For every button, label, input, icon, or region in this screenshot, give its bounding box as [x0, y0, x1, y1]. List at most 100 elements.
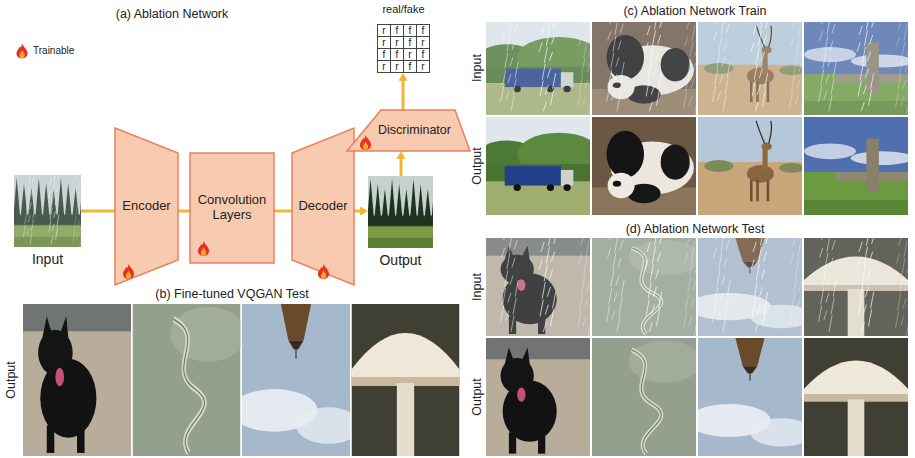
photo-line	[545, 85, 548, 94]
photo-line	[691, 80, 694, 89]
image-node: Input	[14, 175, 81, 267]
photo-line	[511, 315, 514, 332]
photo-line	[790, 92, 793, 108]
grid-cell: f	[404, 25, 417, 37]
photo-ellipse	[170, 307, 246, 362]
photo-line	[511, 95, 514, 111]
photo-line	[28, 215, 30, 222]
photo-line	[582, 276, 585, 293]
photo-path	[735, 338, 764, 366]
photo-line	[828, 275, 831, 285]
photo-line	[503, 288, 506, 305]
photo-rect	[804, 117, 908, 215]
panel-title: (c) Ablation Network Train	[623, 4, 766, 18]
photo-line	[616, 275, 619, 285]
image-node: Output	[368, 176, 433, 268]
photo	[583, 13, 702, 117]
photo-line	[725, 79, 728, 95]
photo-line	[620, 24, 623, 33]
photo-line	[794, 276, 797, 293]
photo-line	[610, 15, 613, 24]
photo-line	[50, 178, 52, 185]
photo-line	[862, 47, 865, 63]
photo-path	[288, 340, 303, 349]
photo-line	[27, 228, 29, 235]
network-block: Encoder	[115, 128, 178, 285]
photo-line	[819, 86, 822, 102]
photo	[231, 304, 361, 456]
photo-line	[542, 282, 545, 299]
photo-line	[826, 74, 829, 83]
photo-line	[820, 31, 823, 40]
photo-line	[544, 47, 547, 63]
photo-line	[833, 280, 836, 297]
photo-line	[903, 299, 906, 309]
photo-line	[509, 19, 512, 35]
photo-line	[548, 229, 551, 246]
photo-line	[752, 81, 755, 97]
grid-cell: r	[404, 49, 417, 61]
flame-inner	[363, 142, 369, 150]
photo-line	[826, 293, 829, 303]
photo-line	[758, 30, 761, 46]
grid-cell: r	[417, 37, 430, 49]
photo-line	[863, 305, 866, 315]
photo-circle	[547, 184, 554, 191]
photo-line	[658, 35, 661, 44]
photo-line	[823, 270, 826, 287]
photo-line	[902, 42, 905, 58]
photo-rect	[592, 22, 696, 115]
connector	[274, 210, 292, 213]
photo-line	[547, 69, 550, 78]
photo-line	[477, 13, 480, 22]
photo-line	[688, 276, 691, 293]
photo-line	[583, 316, 586, 326]
photo-line	[715, 288, 718, 305]
photo-line	[55, 198, 57, 205]
photo-line	[860, 282, 863, 299]
photo-line	[515, 62, 518, 78]
photo-line	[827, 235, 830, 252]
photo-line	[77, 190, 79, 202]
photo-line	[714, 248, 717, 258]
photo-line	[51, 237, 53, 244]
photo-line	[540, 81, 543, 97]
photo-line	[549, 269, 552, 279]
photo-rect	[592, 238, 696, 336]
photo-line	[504, 15, 507, 24]
grid-cell: r	[391, 37, 404, 49]
photo-line	[904, 25, 907, 41]
grid-cell: f	[417, 49, 430, 61]
photo-line	[724, 41, 727, 50]
photo-line	[588, 101, 591, 117]
photo-line	[612, 91, 615, 100]
photo-line	[908, 84, 911, 100]
photo-line	[547, 287, 550, 297]
photo-line	[858, 300, 861, 317]
photo-line	[755, 322, 758, 332]
connector	[402, 79, 405, 110]
photo-line	[861, 102, 864, 111]
photo-line	[820, 248, 823, 258]
photo-line	[515, 280, 518, 297]
photo-line	[693, 281, 696, 291]
photo-line	[800, 321, 803, 338]
photo-line	[863, 85, 866, 94]
photo-polygon	[381, 189, 389, 225]
photo-rect	[509, 432, 516, 453]
photo-line	[589, 263, 592, 273]
photo-line	[756, 47, 759, 63]
photo-line	[765, 73, 768, 89]
photo-line	[655, 269, 658, 279]
photo-line	[647, 26, 650, 35]
photo-line	[910, 286, 913, 303]
panel-title: (d) Ablation Network Test	[626, 222, 765, 236]
photo-line	[578, 92, 581, 108]
photo-line	[872, 18, 875, 27]
photo	[795, 228, 914, 338]
photo	[477, 228, 596, 338]
photo-line	[615, 19, 618, 35]
photo-line	[613, 36, 616, 52]
node-text: Output	[379, 252, 421, 268]
photo-line	[902, 259, 905, 276]
